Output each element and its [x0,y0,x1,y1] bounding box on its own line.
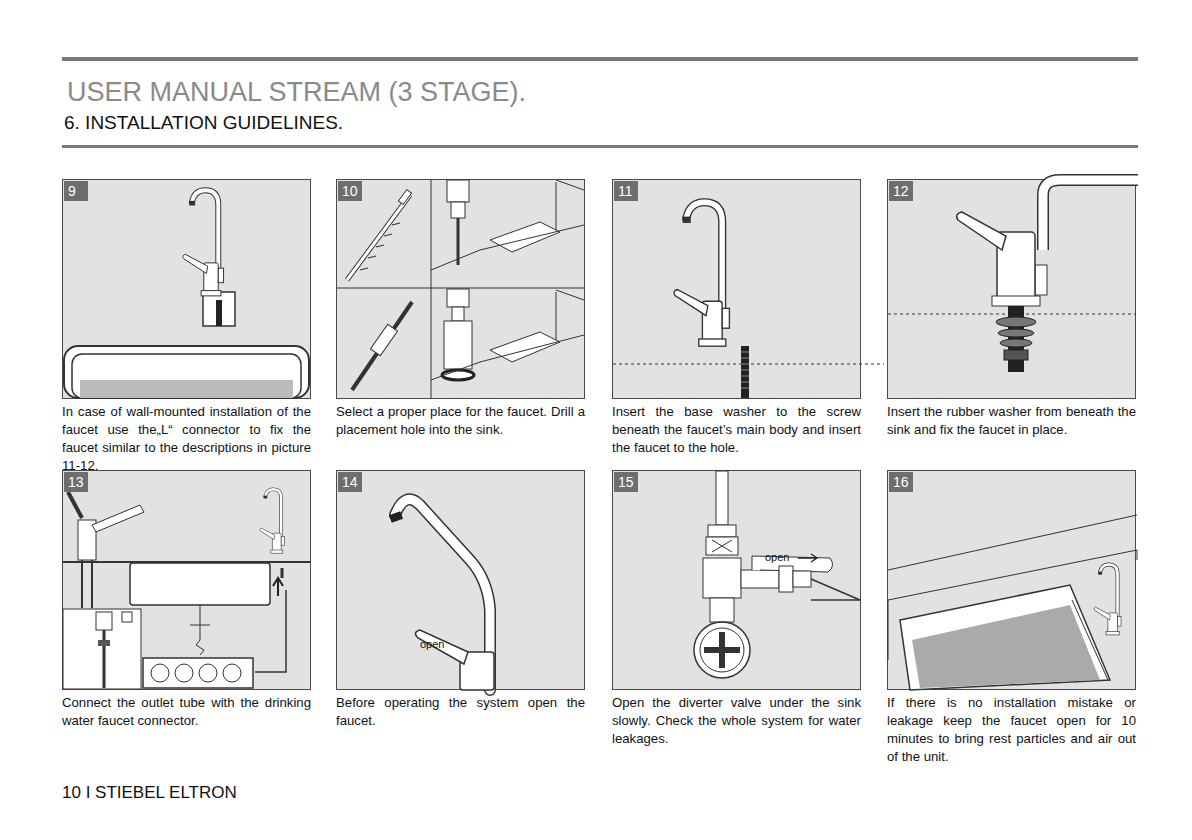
step-panel: 11Insert the base washer to the screw be… [612,179,861,469]
step-number: 10 [338,181,362,201]
step-panel: 14Before operating the system open the f… [336,470,585,760]
panel-background [887,470,1136,690]
drill-drawing [337,180,584,398]
step-caption: If there is no installation mistake or l… [887,694,1136,766]
page-footer: 10 I STIEBEL ELTRON [62,783,237,803]
step-number: 14 [338,472,362,492]
step-number: 11 [614,181,638,201]
panel-background [62,470,311,690]
step-caption: Open the diverter valve under the sink s… [612,694,861,748]
header-rule [62,145,1138,148]
step-caption: Before operating the system open the fau… [336,694,585,730]
step-caption: In case of wall-mounted installation of … [62,403,311,475]
step-caption: Connect the outlet tube with the drinkin… [62,694,311,730]
step-number: 9 [64,181,88,201]
step-caption: Select a proper place for the faucet. Dr… [336,403,585,439]
step-panel: 15Open the diverter valve under the sink… [612,470,861,760]
panel-background [336,470,585,690]
open-label: open [765,551,789,563]
step-panel: 16If there is no installation mistake or… [887,470,1136,760]
step-panel: 9In case of wall-mounted installation of… [62,179,311,469]
step-number: 12 [889,181,913,201]
step-number: 16 [889,472,913,492]
page-title: USER MANUAL STREAM (3 STAGE). [67,77,526,108]
panel-background [62,179,311,399]
step-caption: Insert the rubber washer from beneath th… [887,403,1136,439]
step-number: 13 [64,472,88,492]
step-panel: 10Select a proper place for the faucet. … [336,179,585,469]
panel-background [887,179,1136,399]
top-rule [62,57,1138,61]
step-number: 15 [614,472,638,492]
panel-background [612,179,861,399]
step-caption: Insert the base washer to the screw bene… [612,403,861,457]
step-panel: 13Connect the outlet tube with the drink… [62,470,311,760]
step-panel: 12Insert the rubber washer from beneath … [887,179,1136,469]
open-label: open [420,638,444,650]
panel-background [612,470,861,690]
section-heading: 6. INSTALLATION GUIDELINES. [64,112,343,134]
panel-background [336,179,585,399]
